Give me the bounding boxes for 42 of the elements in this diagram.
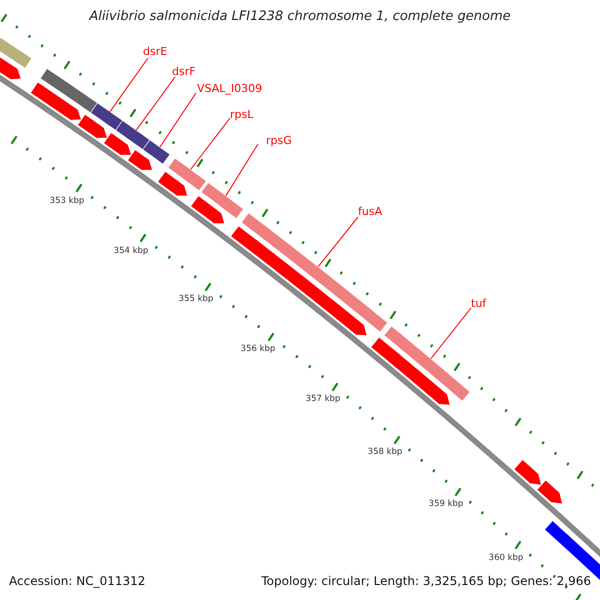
gene-label: tuf <box>471 297 486 310</box>
gene-block <box>370 336 450 406</box>
genome-info-text: Topology: circular; Length: 3,325,165 bp; Genes: 2,966 <box>261 574 591 588</box>
gene-label: dsrE <box>143 45 168 58</box>
scale-label: 357 kbp <box>306 394 340 404</box>
gene-block <box>90 102 124 131</box>
gene-label: rpsG <box>266 134 292 147</box>
gene-label: dsrF <box>172 65 196 78</box>
gene-block <box>536 480 563 504</box>
gene-block <box>103 132 132 156</box>
gene-label: VSAL_I0309 <box>197 82 262 95</box>
gene-block <box>127 149 153 171</box>
gene-block <box>115 120 150 150</box>
leader-line <box>225 144 258 196</box>
gene-block <box>142 139 170 164</box>
leader-line <box>159 92 196 148</box>
gene-block <box>0 55 22 80</box>
scale-label: 359 kbp <box>428 499 464 509</box>
leader-line <box>190 118 230 170</box>
gene-block <box>230 226 368 336</box>
leader-line <box>318 216 358 268</box>
gene-block <box>30 82 82 120</box>
gene-block <box>514 459 542 486</box>
gene-block <box>40 68 98 113</box>
gene-label: fusA <box>358 205 382 218</box>
scale-label: 358 kbp <box>368 447 402 457</box>
leader-line <box>136 76 176 131</box>
scale-label: 355 kbp <box>178 294 214 304</box>
scale-label: 360 kbp <box>488 553 524 563</box>
accession-text: Accession: NC_011312 <box>9 574 146 588</box>
gene-label: rpsL <box>230 108 254 121</box>
scale-label: 354 kbp <box>114 246 148 256</box>
title: Aliivibrio salmonicida LFI1238 chromosome 1, complete genome <box>88 9 512 24</box>
gene-block <box>190 195 225 224</box>
leader-line <box>110 58 148 112</box>
scale-label: 356 kbp <box>240 344 276 354</box>
scale-label: 353 kbp <box>50 196 84 206</box>
gene-block <box>157 170 188 196</box>
gene-block <box>168 158 207 191</box>
gene-block <box>77 114 108 139</box>
gene-block <box>384 326 471 402</box>
gene-block <box>200 182 244 219</box>
